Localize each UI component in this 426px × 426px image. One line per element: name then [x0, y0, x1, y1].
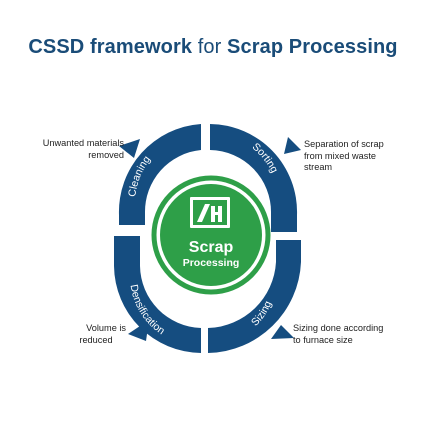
note-sizing-line2: to furnace size	[293, 334, 353, 345]
center-title: Scrap	[189, 239, 234, 256]
title-part2: for	[197, 36, 222, 58]
arrowhead-icons	[119, 137, 301, 341]
center-subtitle: Processing	[183, 257, 240, 269]
company-logo	[190, 197, 230, 228]
title-part1: CSSD framework	[28, 36, 193, 58]
arrowhead-icon	[128, 320, 149, 341]
note-cleaning-line2: removed	[88, 149, 124, 160]
segment-sizing	[208, 240, 301, 353]
title-part3: Scrap Processing	[227, 36, 398, 58]
note-sorting-line1: Separation of scrap	[304, 139, 384, 149]
note-sizing-line1: Sizing done according	[293, 323, 384, 333]
note-sorting: Separation of scrap from mixed waste str…	[304, 139, 414, 174]
note-sorting-line3: stream	[304, 162, 333, 172]
note-sorting-line2: from mixed waste	[304, 150, 376, 161]
segment-densification	[114, 236, 201, 353]
note-densification: Volume is reduced	[56, 323, 126, 346]
center-disc	[160, 184, 262, 286]
note-sizing: Sizing done according to furnace size	[293, 323, 413, 346]
note-cleaning: Unwanted materials removed	[20, 138, 124, 161]
segment-cleaning	[118, 124, 201, 225]
note-cleaning-line1: Unwanted materials	[42, 138, 124, 148]
segment-sorting	[210, 124, 298, 232]
ring-segments	[114, 124, 301, 353]
page-title: CSSD framework for Scrap Processing	[0, 36, 426, 59]
arrowhead-icon	[271, 325, 294, 339]
arrowhead-icon	[284, 137, 301, 154]
arrowhead-icon	[119, 139, 140, 158]
center-outer-ring	[151, 175, 271, 295]
note-densification-line2: reduced	[79, 334, 113, 345]
note-densification-line1: Volume is	[86, 323, 126, 333]
